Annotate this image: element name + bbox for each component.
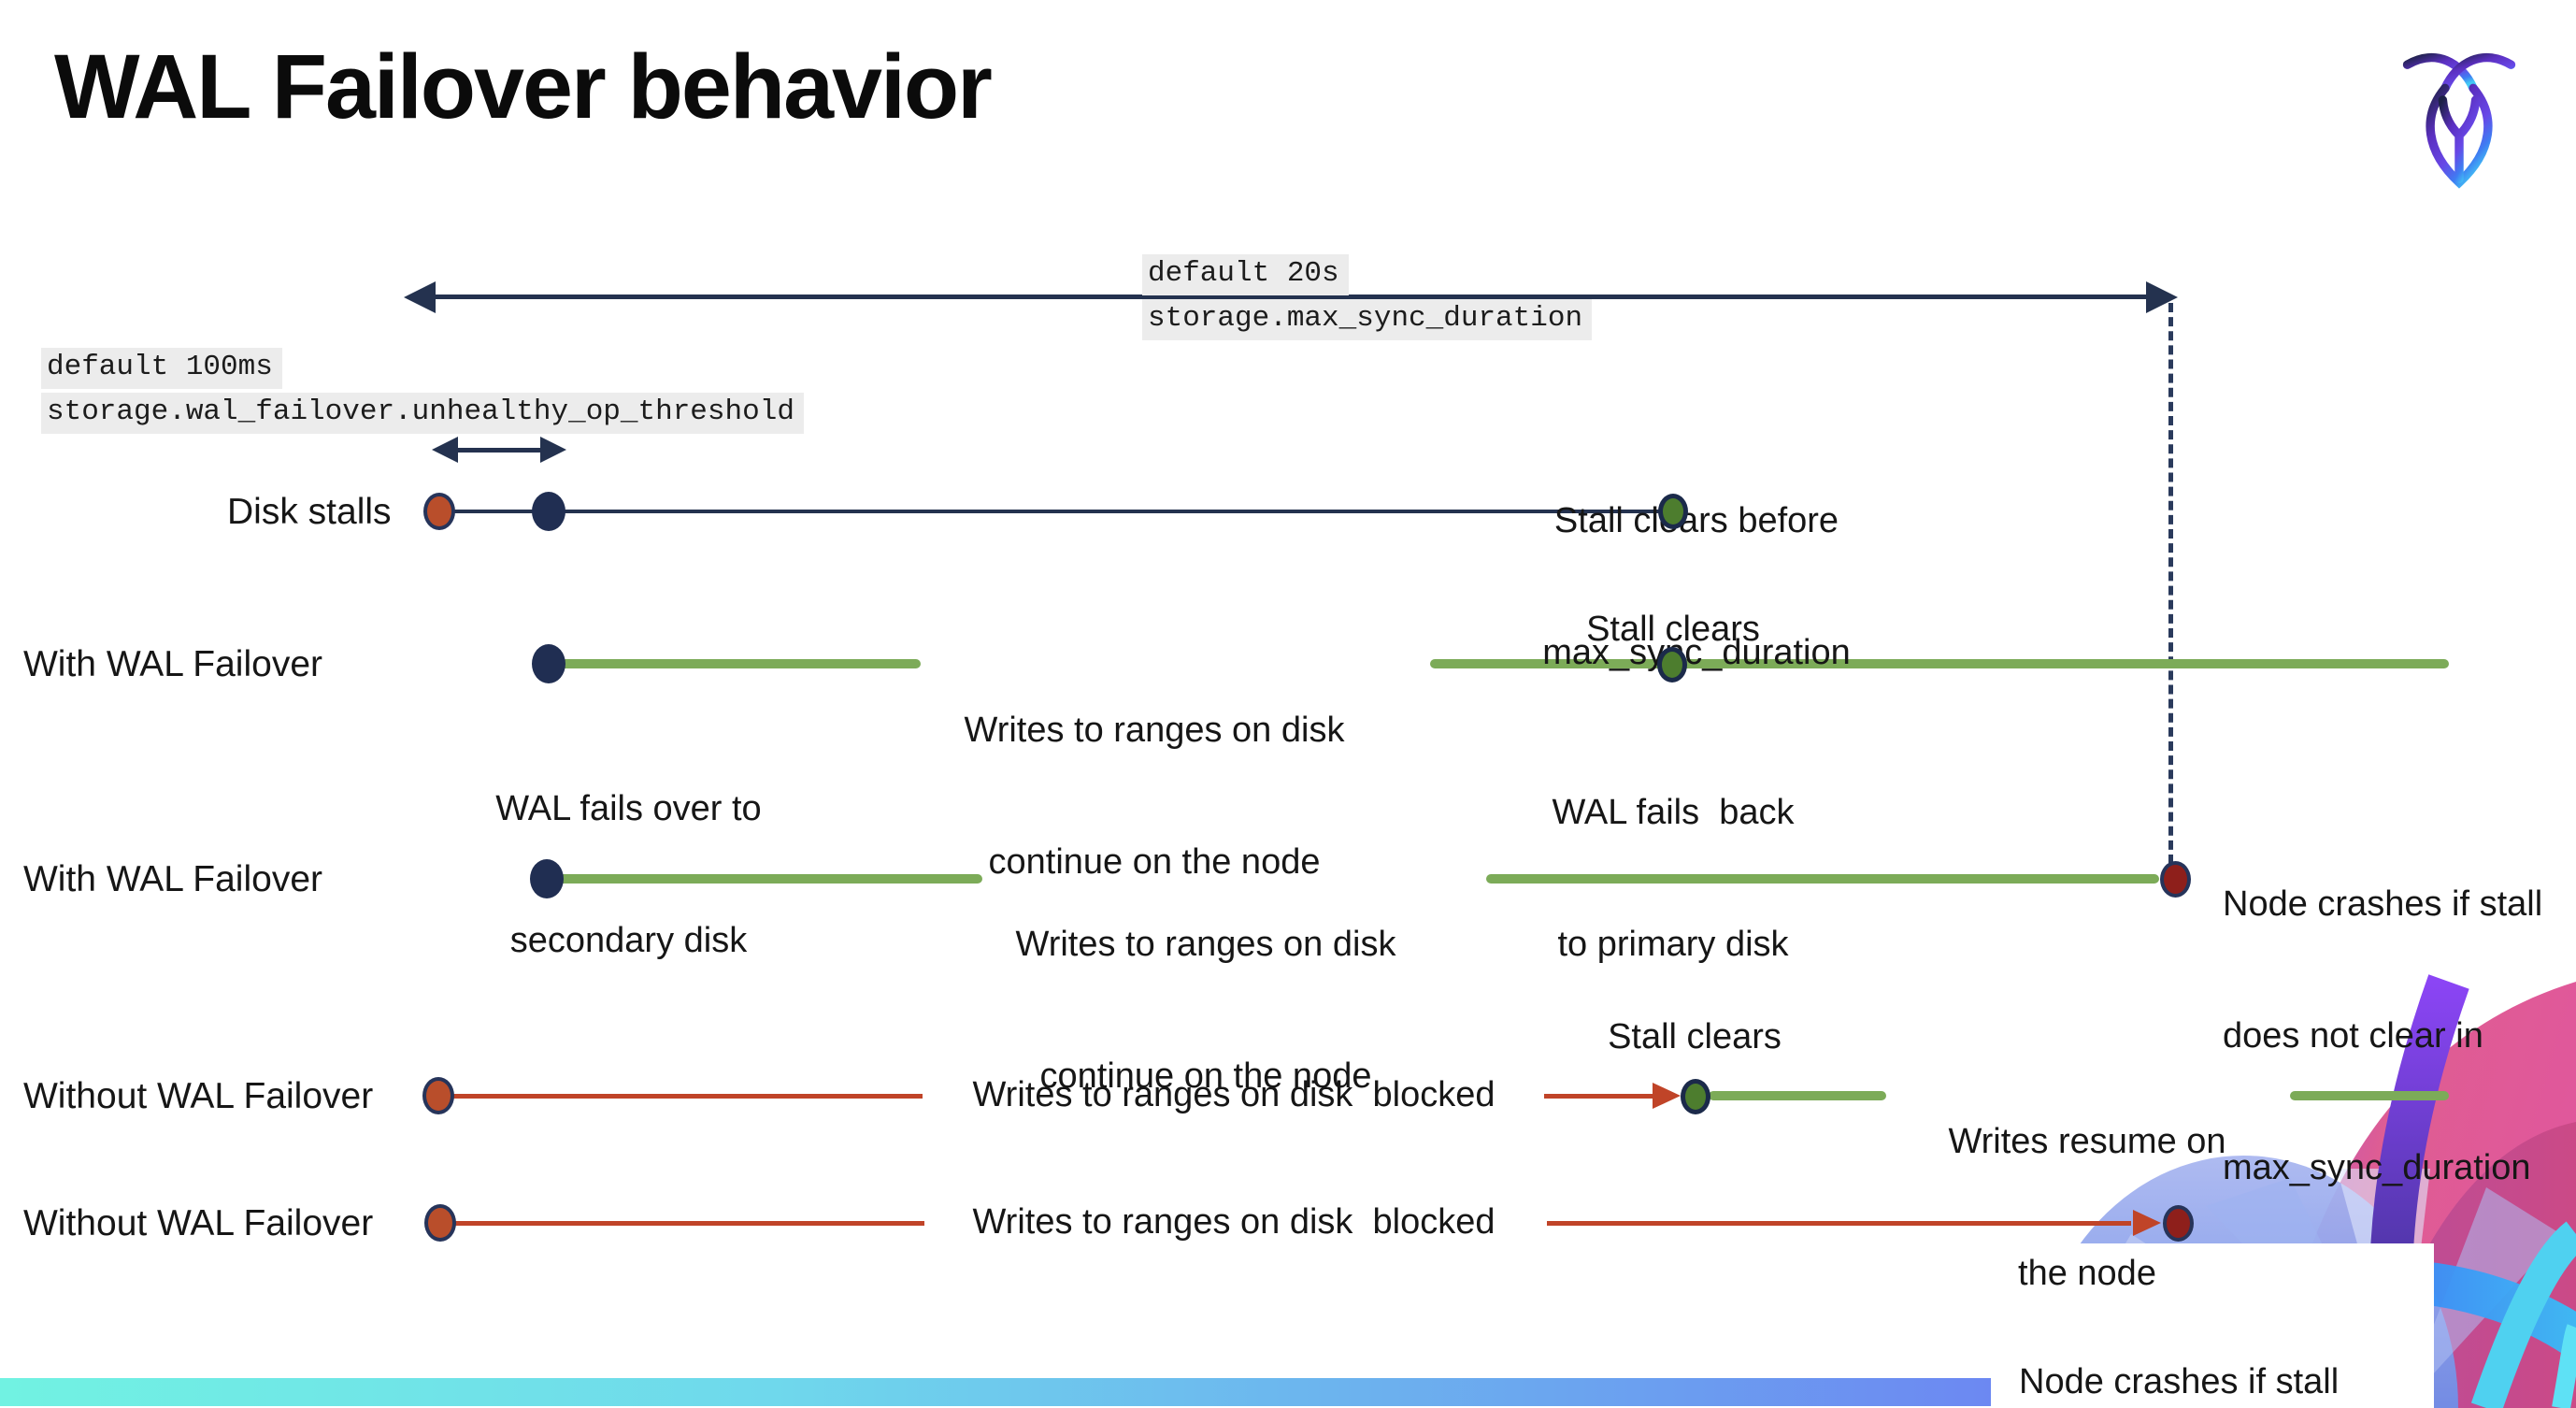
unhealthy-op-setting: storage.wal_failover.unhealthy_op_thresh… (41, 393, 804, 434)
red-arrowhead-1 (1653, 1083, 1681, 1109)
cockroachdb-logo (2402, 52, 2516, 189)
failback-primary-line1: WAL fails back (1552, 793, 1795, 832)
green-line-1b (1430, 659, 2449, 668)
node-crash-1-line2: does not clear in (2223, 1016, 2483, 1056)
green-line-wo1b (2290, 1091, 2449, 1100)
threshold-arrow-line (447, 448, 557, 453)
node-crash-text-1: Node crashes if stall does not clear in … (2223, 795, 2576, 1278)
page-title: WAL Failover behavior (54, 36, 993, 137)
failback-primary-line2: to primary disk (1557, 925, 1789, 964)
threshold-arrowhead-left (432, 437, 458, 463)
writes-continue-text-2: Writes to ranges on disk continue on the… (1005, 835, 1407, 1186)
row-label-with-failover-2: With WAL Failover (23, 859, 322, 899)
stall-clears-dot-1 (1657, 647, 1687, 682)
green-line-1a (561, 659, 921, 668)
green-line-wo1a (1709, 1091, 1886, 1100)
stall-clears-before-line2: max_sync_duration (1542, 633, 1851, 672)
logo-stem (2438, 95, 2481, 184)
disk-stalls-line (439, 510, 1673, 513)
stall-start-dot-wo1 (422, 1077, 454, 1114)
writes-blocked-text-1: Writes to ranges on disk blocked (972, 1075, 1496, 1114)
unhealthy-op-config-label: default 100ms storage.wal_failover.unhea… (41, 348, 804, 438)
red-line-2b (1547, 1221, 2131, 1226)
max-sync-deadline-dashed-line (2168, 303, 2173, 864)
failover-start-dot-2 (530, 859, 564, 898)
green-line-2a (559, 874, 982, 884)
max-sync-arrowhead-right (2146, 281, 2178, 313)
red-line-1a (451, 1094, 923, 1099)
max-sync-default: default 20s (1142, 254, 1349, 295)
failover-secondary-line2: secondary disk (509, 921, 748, 960)
node-crash-2-line1: Node crashes if stall (2019, 1362, 2340, 1401)
writes-continue-2-line1: Writes to ranges on disk (1015, 925, 1396, 964)
writes-continue-text-1: Writes to ranges on disk continue on the… (953, 621, 1355, 972)
red-arrowhead-2 (2133, 1210, 2161, 1236)
writes-resume-line2: the node (2018, 1254, 2156, 1293)
stall-clears-before-text: Stall clears before max_sync_duration (1481, 411, 1911, 763)
max-sync-arrow-line (432, 295, 2172, 299)
failback-primary-text: WAL fails back to primary disk (1496, 703, 1851, 1055)
row-label-without-failover-2: Without WAL Failover (23, 1203, 374, 1243)
stall-clears-text-wo1: Stall clears (1608, 1017, 1782, 1056)
row-label-without-failover-1: Without WAL Failover (23, 1076, 374, 1116)
disk-stall-start-dot (423, 493, 455, 530)
row-label-with-failover-1: With WAL Failover (23, 644, 322, 684)
node-crash-callout-box (1991, 1243, 2434, 1408)
node-crash-1-line3: max_sync_duration (2223, 1148, 2531, 1187)
stall-clears-text-1: Stall clears (1586, 610, 1760, 649)
node-crash-1-line1: Node crashes if stall (2223, 884, 2543, 924)
failover-start-dot-1 (532, 644, 565, 683)
failover-secondary-line1: WAL fails over to (495, 789, 762, 828)
writes-continue-2-line2: continue on the node (1039, 1056, 1372, 1096)
writes-resume-line1: Writes resume on (1948, 1122, 2226, 1161)
writes-resume-text: Writes resume on the node (1916, 1032, 2258, 1384)
node-crash-text-2: Node crashes if stall does not clear in … (2019, 1260, 2411, 1408)
writes-continue-1-line1: Writes to ranges on disk (964, 711, 1345, 750)
stall-clears-dot-wo1 (1681, 1079, 1710, 1114)
max-sync-arrowhead-left (404, 281, 436, 313)
writes-blocked-text-2: Writes to ranges on disk blocked (972, 1202, 1496, 1242)
failover-secondary-text: WAL fails over to secondary disk (449, 699, 809, 1051)
logo-antenna-left (2402, 52, 2478, 93)
node-crash-dot-2 (2163, 1205, 2194, 1242)
row-label-disk-stalls: Disk stalls (227, 492, 392, 532)
red-line-1b (1544, 1094, 1656, 1099)
red-line-2a (452, 1221, 924, 1226)
threshold-arrowhead-right (540, 437, 566, 463)
node-crash-dot-1 (2160, 861, 2191, 898)
disk-stall-threshold-dot (532, 492, 565, 531)
logo-antenna-right (2440, 52, 2516, 93)
unhealthy-op-default: default 100ms (41, 348, 282, 389)
writes-continue-1-line2: continue on the node (988, 842, 1321, 882)
disk-stall-clear-dot (1658, 494, 1688, 529)
stall-clears-before-line1: Stall clears before (1553, 501, 1839, 540)
green-line-2b (1486, 874, 2159, 884)
max-sync-setting: storage.max_sync_duration (1142, 299, 1593, 340)
stall-start-dot-wo2 (424, 1204, 456, 1242)
max-sync-config-label: default 20s storage.max_sync_duration (1142, 254, 1593, 344)
